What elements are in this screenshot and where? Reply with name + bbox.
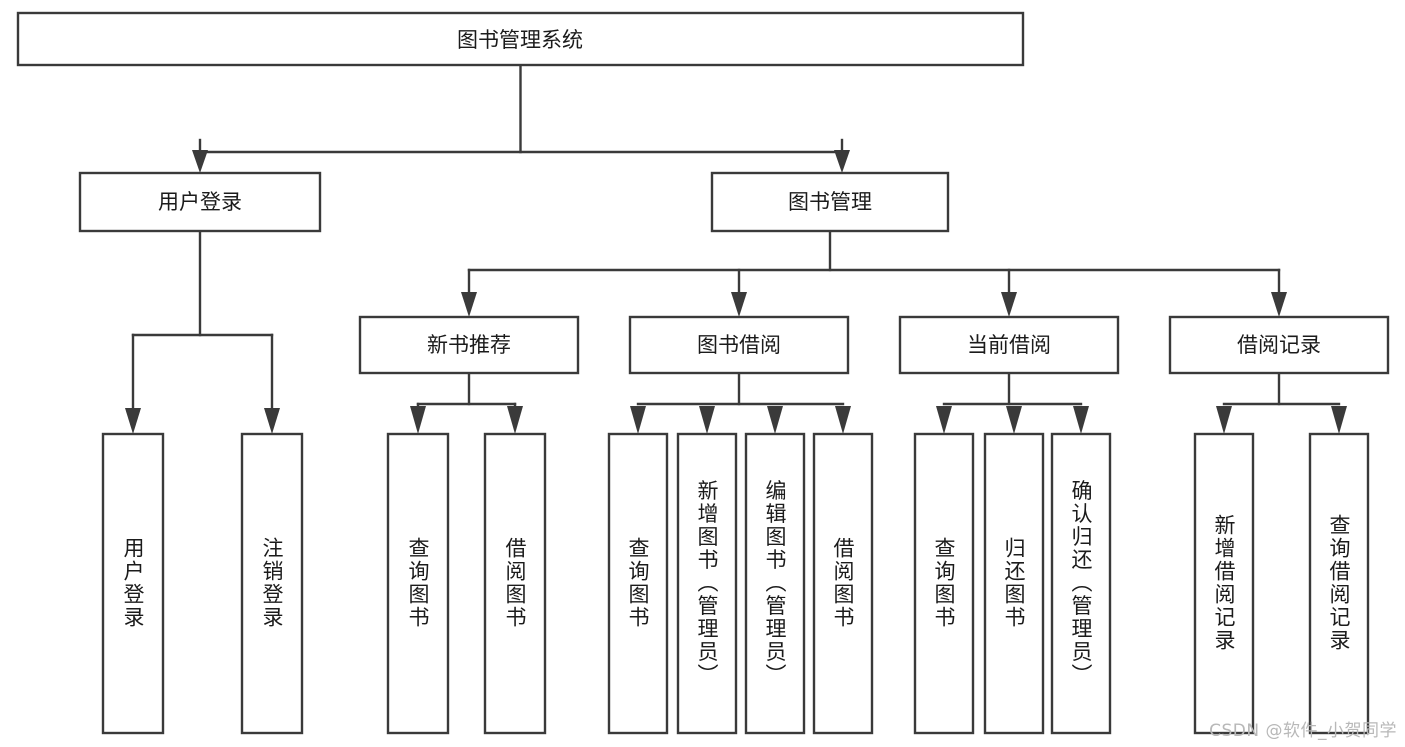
leaf-edit-book-label: 编辑图书（管理员） <box>763 480 787 687</box>
leaf-confirm-return-box[interactable] <box>1050 432 1112 735</box>
leaf-node[interactable]: 查询借阅记录 <box>1308 432 1370 735</box>
leaf-query-book-recommend-label: 查询图书 <box>406 537 430 629</box>
node-root-label: 图书管理系统 <box>457 28 583 52</box>
leaf-user-login-label: 用户登录 <box>121 537 145 629</box>
leaf-logout-label: 注销登录 <box>260 537 284 629</box>
arrow-head-icon <box>1271 292 1287 317</box>
connector-group-current-borrow <box>936 371 1089 434</box>
leaf-borrow-book-recommend-label: 借阅图书 <box>503 537 527 629</box>
leaf-node[interactable]: 确认归还（管理员） <box>1050 432 1112 735</box>
leaf-node[interactable]: 查询图书 <box>913 432 975 735</box>
leaf-add-book-box[interactable] <box>676 432 738 735</box>
leaf-node[interactable]: 借阅图书 <box>812 432 874 735</box>
leaf-query-book-current-box[interactable] <box>913 432 975 735</box>
node-user-login-box[interactable] <box>78 171 322 233</box>
leaf-node[interactable]: 用户登录 <box>101 432 165 735</box>
node-new-book-recommend-label: 新书推荐 <box>427 333 511 357</box>
leaf-node[interactable]: 查询图书 <box>607 432 669 735</box>
arrow-head-icon <box>699 406 715 434</box>
leaf-query-borrow-record-label: 查询借阅记录 <box>1327 514 1351 652</box>
arrow-head-icon <box>264 408 280 434</box>
leaf-query-book-recommend-box[interactable] <box>386 432 450 735</box>
arrow-head-icon <box>834 150 850 173</box>
node-book-borrow-label: 图书借阅 <box>697 333 781 357</box>
leaf-node[interactable]: 新增借阅记录 <box>1193 432 1255 735</box>
node-borrow-record-label: 借阅记录 <box>1237 333 1321 357</box>
leaf-borrow-book-recommend-box[interactable] <box>483 432 547 735</box>
node-new-book-recommend-box[interactable] <box>358 315 580 375</box>
leaf-query-book-borrow-box[interactable] <box>607 432 669 735</box>
node-user-login[interactable]: 用户登录 <box>78 171 322 233</box>
leaf-add-borrow-record-box[interactable] <box>1193 432 1255 735</box>
leaf-borrow-book-label: 借阅图书 <box>831 537 855 629</box>
arrow-head-icon <box>1331 406 1347 434</box>
node-current-borrow-box[interactable] <box>898 315 1120 375</box>
node-root-box[interactable] <box>16 11 1025 67</box>
arrow-head-icon <box>1001 292 1017 317</box>
node-current-borrow[interactable]: 当前借阅 <box>898 315 1120 375</box>
node-borrow-record[interactable]: 借阅记录 <box>1168 315 1390 375</box>
leaf-return-book-label: 归还图书 <box>1002 537 1026 629</box>
arrow-head-icon <box>461 292 477 317</box>
leaf-query-borrow-record-box[interactable] <box>1308 432 1370 735</box>
leaf-user-login-box[interactable] <box>101 432 165 735</box>
node-book-manage[interactable]: 图书管理 <box>710 171 950 233</box>
arrow-head-icon <box>936 406 952 434</box>
leaf-add-book-label: 新增图书（管理员） <box>695 480 719 687</box>
arrow-head-icon <box>507 406 523 434</box>
arrow-head-icon <box>192 150 208 173</box>
leaf-borrow-book-box[interactable] <box>812 432 874 735</box>
leaf-add-borrow-record-label: 新增借阅记录 <box>1212 514 1236 652</box>
node-root[interactable]: 图书管理系统 <box>16 11 1025 67</box>
arrow-head-icon <box>767 406 783 434</box>
arrow-head-icon <box>731 292 747 317</box>
node-book-manage-box[interactable] <box>710 171 950 233</box>
leaf-confirm-return-label: 确认归还（管理员） <box>1069 480 1093 687</box>
leaf-node[interactable]: 归还图书 <box>983 432 1045 735</box>
arrow-head-icon <box>410 406 426 434</box>
connector-group-new-book <box>410 371 523 434</box>
node-user-login-label: 用户登录 <box>158 190 242 214</box>
node-book-manage-label: 图书管理 <box>788 190 872 214</box>
leaf-edit-book-box[interactable] <box>744 432 806 735</box>
arrow-head-icon <box>1073 406 1089 434</box>
node-borrow-record-box[interactable] <box>1168 315 1390 375</box>
node-current-borrow-label: 当前借阅 <box>967 333 1051 357</box>
leaf-node[interactable]: 查询图书 <box>386 432 450 735</box>
leaf-node[interactable]: 编辑图书（管理员） <box>744 432 806 735</box>
leaf-query-book-current-label: 查询图书 <box>932 537 956 629</box>
connector-group-borrow-record <box>1216 371 1347 434</box>
arrow-head-icon <box>125 408 141 434</box>
arrow-head-icon <box>1006 406 1022 434</box>
connector-group-book-borrow <box>630 371 851 434</box>
arrow-head-icon <box>630 406 646 434</box>
connector-group-book-manage <box>461 229 1287 317</box>
arrow-head-icon <box>1216 406 1232 434</box>
connector-group-user-login <box>125 229 280 434</box>
node-book-borrow-box[interactable] <box>628 315 850 375</box>
node-new-book-recommend[interactable]: 新书推荐 <box>358 315 580 375</box>
leaf-return-book-box[interactable] <box>983 432 1045 735</box>
leaf-logout-box[interactable] <box>240 432 304 735</box>
node-book-borrow[interactable]: 图书借阅 <box>628 315 850 375</box>
connector-group-root <box>192 63 850 173</box>
leaf-query-book-borrow-label: 查询图书 <box>626 537 650 629</box>
arrow-head-icon <box>835 406 851 434</box>
leaf-node[interactable]: 新增图书（管理员） <box>676 432 738 735</box>
leaf-node[interactable]: 借阅图书 <box>483 432 547 735</box>
leaf-node[interactable]: 注销登录 <box>240 432 304 735</box>
